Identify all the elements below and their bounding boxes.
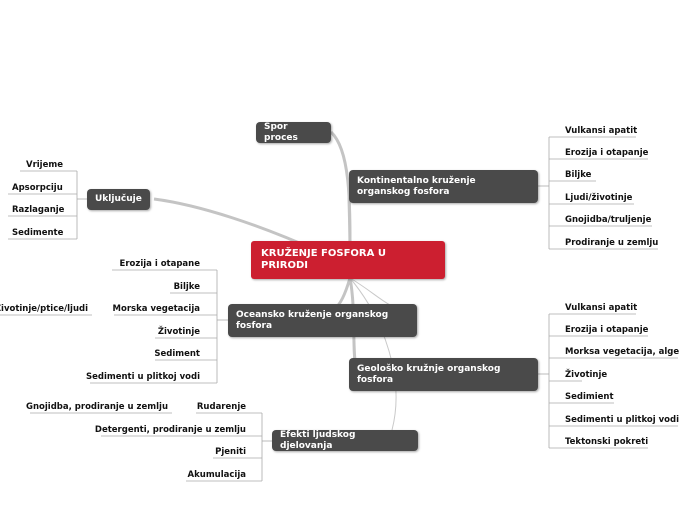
leaf-geolosko-4[interactable]: Sedimient: [565, 392, 614, 402]
geolosko-leaf-lines: [538, 313, 678, 449]
branch-kontinentalno-label: Kontinentalno kruženje organskog fosfora: [357, 175, 476, 197]
leaf-kontinentalno-0[interactable]: Vulkansi apatit: [565, 126, 638, 136]
connector-efekti: [349, 277, 397, 431]
leaf-rudarenje-sub[interactable]: Gnojidba, prodiranje u zemlju: [26, 402, 168, 412]
leaf-geolosko-3[interactable]: Životinje: [565, 370, 608, 380]
root-node[interactable]: KRUŽENJE FOSFORA U PRIRODI: [251, 241, 445, 279]
branch-kontinentalno[interactable]: Kontinentalno kruženje organskog fosfora: [349, 170, 538, 203]
leaf-oceansko-2[interactable]: Morska vegetacija: [112, 304, 200, 314]
leaf-efekti-0[interactable]: Rudarenje: [196, 402, 246, 412]
leaf-efekti-1[interactable]: Detergenti, prodiranje u zemlju: [94, 425, 246, 435]
leaf-geolosko-1[interactable]: Erozija i otapanje: [565, 325, 649, 335]
leaf-ukljucuje-2[interactable]: Razlaganje: [12, 205, 65, 215]
leaf-oceansko-5[interactable]: Sedimenti u plitkoj vodi: [86, 372, 200, 382]
branch-ukljucuje[interactable]: Uključuje: [87, 189, 150, 210]
leaf-geolosko-6[interactable]: Tektonski pokreti: [565, 437, 649, 447]
leaf-ukljucuje-3[interactable]: Sedimente: [12, 228, 64, 238]
leaf-oceansko-0[interactable]: Erozija i otapane: [119, 259, 200, 269]
branch-geolosko[interactable]: Geološko kružnje organskog fosfora: [349, 358, 538, 391]
branch-efekti-label: Efekti ljudskog djelovanja: [280, 429, 356, 451]
branch-oceansko[interactable]: Oceansko kruženje organskog fosfora: [228, 304, 417, 337]
leaf-efekti-2[interactable]: Pjeniti: [215, 447, 246, 457]
leaf-oceansko-4[interactable]: Sediment: [154, 349, 200, 359]
branch-geolosko-label: Geološko kružnje organskog fosfora: [357, 363, 501, 385]
leaf-kontinentalno-2[interactable]: Biljke: [565, 170, 592, 180]
branch-ukljucuje-label: Uključuje: [95, 194, 142, 204]
leaf-ukljucuje-1[interactable]: Apsorpciju: [12, 183, 63, 193]
oceansko-leaf-lines: [0, 269, 228, 384]
branch-spor-proces[interactable]: Spor proces: [256, 122, 331, 143]
leaf-kontinentalno-5[interactable]: Prodiranje u zemlju: [565, 238, 659, 248]
ukljucuje-leaf-lines: [8, 170, 87, 240]
leaf-kontinentalno-4[interactable]: Gnojidba/truljenje: [565, 215, 652, 225]
leaf-kontinentalno-1[interactable]: Erozija i otapanje: [565, 148, 649, 158]
thin-root-connectors: [349, 277, 397, 431]
leaf-geolosko-2[interactable]: Morksa vegetacija, alge: [565, 347, 680, 357]
branch-efekti[interactable]: Efekti ljudskog djelovanja: [272, 430, 418, 451]
kontinentalno-leaf-lines: [538, 136, 658, 250]
root-label: KRUŽENJE FOSFORA U PRIRODI: [261, 248, 386, 271]
branch-spor-label: Spor proces: [264, 121, 298, 143]
leaf-oceansko-1[interactable]: Biljke: [173, 282, 200, 292]
leaf-geolosko-0[interactable]: Vulkansi apatit: [565, 303, 638, 313]
leaf-ukljucuje-0[interactable]: Vrijeme: [26, 160, 63, 170]
leaf-oceansko-3[interactable]: Životinje: [157, 327, 200, 337]
connector-spor: [329, 130, 352, 253]
leaf-geolosko-5[interactable]: Sedimenti u plitkoj vodi: [565, 415, 679, 425]
efekti-leaf-lines: [30, 412, 272, 482]
leaf-efekti-3[interactable]: Akumulacija: [187, 470, 246, 480]
leaf-morska-sub[interactable]: Životinje/ptice/ljudi: [0, 304, 88, 314]
connector-oceansko-geolosko: [349, 277, 393, 307]
branch-oceansko-label: Oceansko kruženje organskog fosfora: [236, 309, 389, 331]
leaf-kontinentalno-3[interactable]: Ljudi/životinje: [565, 193, 633, 203]
